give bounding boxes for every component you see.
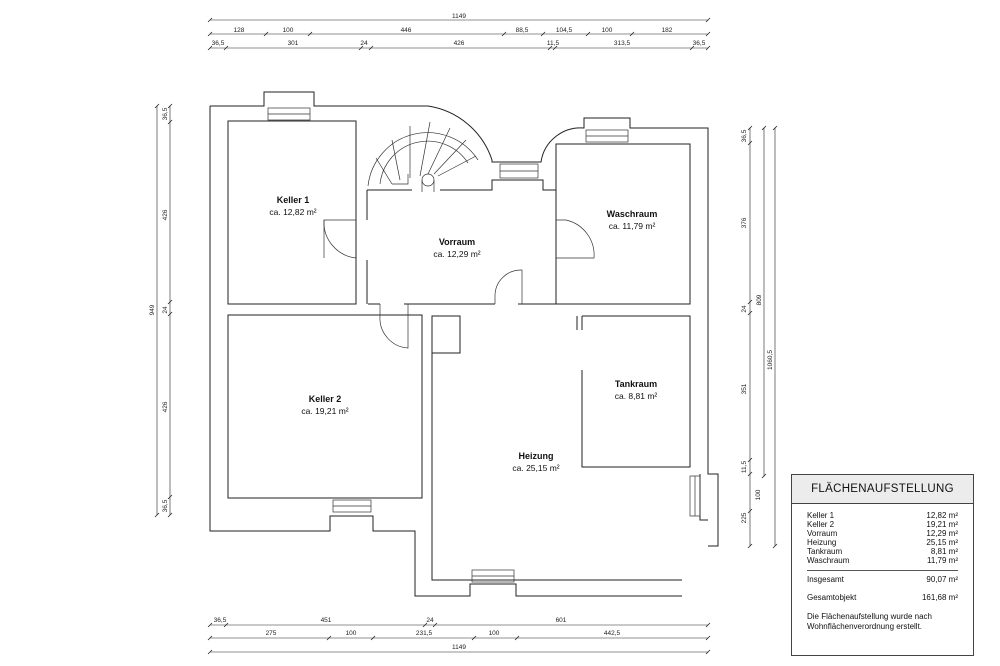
dim-top-r1-0: 128 <box>234 27 245 34</box>
dim-top-r1-5: 100 <box>602 27 613 34</box>
room-tankraum-area: ca. 8,81 m² <box>615 391 658 401</box>
door-heizung <box>494 269 523 304</box>
summary-row: Heizung 25,15 m² <box>807 538 958 547</box>
dim-left-2: 24 <box>162 306 169 314</box>
dim-top-total: 1149 <box>452 13 466 20</box>
summary-row-value: 11,79 m² <box>927 556 958 565</box>
dim-top-r2-3: 426 <box>454 40 465 47</box>
right-dimensions: 36,5 376 24 351 11,5 100 225 809 1060,5 <box>741 125 778 549</box>
dim-bottom-r1-3: 601 <box>556 617 567 624</box>
room-tankraum-name: Tankraum <box>615 379 657 389</box>
summary-object-value: 161,68 m² <box>921 593 958 602</box>
dim-left-3: 426 <box>162 401 169 412</box>
summary-total-value: 90,07 m² <box>926 575 958 584</box>
room-keller1-name: Keller 1 <box>277 195 310 205</box>
dim-right-3: 351 <box>741 383 748 394</box>
summary-row-label: Heizung <box>807 538 837 547</box>
door-keller1 <box>323 219 357 259</box>
summary-row-label: Tankraum <box>807 547 843 556</box>
summary-total-label: Insgesamt <box>807 575 844 584</box>
room-waschraum-name: Waschraum <box>607 209 658 219</box>
room-heizung-area: ca. 25,15 m² <box>512 463 559 473</box>
room-keller2-area: ca. 19,21 m² <box>301 406 348 416</box>
room-labels: Keller 1 ca. 12,82 m² Vorraum ca. 12,29 … <box>269 195 657 473</box>
summary-row: Tankraum 8,81 m² <box>807 547 958 556</box>
dim-top-r2-6: 36,5 <box>693 40 706 47</box>
dim-bottom-r1-1: 451 <box>321 617 332 624</box>
door-waschraum <box>556 219 595 259</box>
area-summary-panel: FLÄCHENAUFSTELLUNG Keller 1 12,82 m² Kell… <box>791 474 974 656</box>
dim-top-r1-2: 446 <box>401 27 412 34</box>
doors <box>323 219 595 349</box>
summary-divider <box>807 570 958 571</box>
summary-row-value: 25,15 m² <box>926 538 958 547</box>
dim-bottom-r1-0: 36,5 <box>214 617 227 624</box>
dim-right-6: 225 <box>741 512 748 523</box>
dim-left-total: 949 <box>149 304 156 315</box>
summary-row-label: Keller 2 <box>807 520 835 529</box>
room-vorraum-name: Vorraum <box>439 237 475 247</box>
dim-left-1: 426 <box>162 209 169 220</box>
dim-top-r1-3: 88,5 <box>516 27 529 34</box>
dim-bottom-r2-4: 442,5 <box>604 630 621 637</box>
dim-right-2: 24 <box>741 305 748 313</box>
dim-top-r2-2: 24 <box>360 40 368 47</box>
dim-left-0: 36,5 <box>162 107 169 120</box>
dim-right-total: 1060,5 <box>767 350 774 370</box>
summary-object-row: Gesamtobjekt 161,68 m² <box>807 593 958 602</box>
dim-top-r1-4: 104,5 <box>556 27 573 34</box>
area-summary-rows: Keller 1 12,82 m² Keller 2 19,21 m² Vorrau… <box>792 504 973 602</box>
summary-total-row: Insgesamt 90,07 m² <box>807 575 958 584</box>
dim-bottom-total: 1149 <box>452 644 466 651</box>
summary-row-label: Keller 1 <box>807 511 835 520</box>
dim-bottom-r2-3: 100 <box>489 630 500 637</box>
dim-top-r1-6: 182 <box>662 27 673 34</box>
dim-top-r2-1: 301 <box>288 40 299 47</box>
summary-row-value: 8,81 m² <box>930 547 958 556</box>
room-vorraum-area: ca. 12,29 m² <box>433 249 480 259</box>
dim-bottom-r2-1: 100 <box>346 630 357 637</box>
walls <box>209 91 719 597</box>
summary-row: Waschraum 11,79 m² <box>807 556 958 565</box>
dim-right-0: 36,5 <box>741 129 748 142</box>
dim-bottom-r2-2: 231,5 <box>416 630 433 637</box>
room-keller1-area: ca. 12,82 m² <box>269 207 316 217</box>
area-summary-title: FLÄCHENAUFSTELLUNG <box>792 475 973 504</box>
dim-bottom-r1-2: 24 <box>426 617 434 624</box>
door-keller2 <box>379 304 409 349</box>
top-dimensions: 1149 128 100 446 88,5 104,5 100 182 36,5… <box>207 13 711 51</box>
dim-top-r2-5: 313,5 <box>614 40 631 47</box>
summary-row: Vorraum 12,29 m² <box>807 529 958 538</box>
room-keller2-name: Keller 2 <box>309 394 342 404</box>
dim-top-r2-4: 11,5 <box>547 40 560 47</box>
left-dimensions: 949 36,5 426 24 426 36,5 <box>149 103 173 518</box>
summary-row-value: 19,21 m² <box>926 520 958 529</box>
dim-right-4: 11,5 <box>741 461 748 474</box>
summary-row: Keller 1 12,82 m² <box>807 511 958 520</box>
dim-right-5: 100 <box>755 489 762 500</box>
summary-row-label: Waschraum <box>807 556 850 565</box>
room-heizung-name: Heizung <box>519 451 554 461</box>
windows <box>267 107 701 583</box>
dim-bottom-r2-0: 275 <box>266 630 277 637</box>
room-waschraum-area: ca. 11,79 m² <box>609 221 656 231</box>
summary-note: Die Flächenaufstellung wurde nach Wohnfl… <box>807 612 932 631</box>
bottom-dimensions: 36,5 451 24 601 275 100 231,5 100 442,5 … <box>207 617 711 655</box>
summary-row-value: 12,29 m² <box>926 529 958 538</box>
summary-row-label: Vorraum <box>807 529 838 538</box>
summary-row-value: 12,82 m² <box>926 511 958 520</box>
dim-right-1: 376 <box>741 217 748 228</box>
dim-top-r1-1: 100 <box>283 27 294 34</box>
staircase <box>367 121 479 192</box>
dim-top-r2-0: 36,5 <box>212 40 225 47</box>
summary-row: Keller 2 19,21 m² <box>807 520 958 529</box>
summary-object-label: Gesamtobjekt <box>807 593 857 602</box>
dim-right-809: 809 <box>756 294 763 305</box>
dim-left-4: 36,5 <box>162 499 169 512</box>
